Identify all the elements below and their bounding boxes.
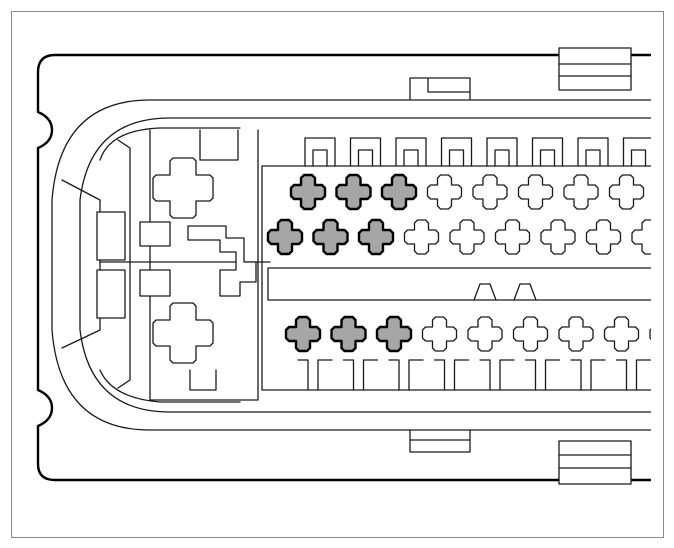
bottom-latch xyxy=(558,440,632,485)
middle-separator xyxy=(267,267,651,301)
top-latch xyxy=(558,47,632,91)
upper-comb-teeth xyxy=(304,137,674,167)
lower-tooth-3 xyxy=(388,359,424,391)
upper-tooth-3 xyxy=(395,137,427,167)
lower-tooth-4 xyxy=(433,359,470,391)
cavity-row-b-6 xyxy=(494,219,531,255)
lower-tooth-2 xyxy=(342,359,379,391)
large-keying-cavities xyxy=(152,157,214,364)
large-cavity-2 xyxy=(152,302,214,364)
cavity-row-a-6 xyxy=(517,174,554,210)
lower-tooth-8 xyxy=(615,359,651,391)
cavity-row-a-8 xyxy=(608,174,645,210)
highlighted-cavity-row-c-1 xyxy=(284,315,322,353)
cavity-row-b-4 xyxy=(403,219,440,255)
terminal-cavities xyxy=(266,173,651,353)
lower-tooth-5 xyxy=(479,359,515,391)
highlighted-cavity-row-c-3 xyxy=(375,315,413,353)
upper-tooth-5 xyxy=(486,137,518,167)
cavity-row-c-4 xyxy=(421,316,458,352)
bottom-rib xyxy=(409,429,471,453)
separator-key xyxy=(473,283,537,301)
highlighted-cavity-row-b-3 xyxy=(357,218,395,256)
upper-tooth-1 xyxy=(304,137,336,167)
inner-face-step xyxy=(79,117,651,413)
housing-outline xyxy=(36,53,651,482)
highlighted-cavity-row-a-3 xyxy=(380,173,418,211)
cavity-row-a-7 xyxy=(563,174,599,210)
highlighted-cavity-row-b-1 xyxy=(266,218,304,256)
highlighted-cavity-row-a-2 xyxy=(335,173,372,211)
lower-tooth-1 xyxy=(297,359,333,391)
upper-tooth-8 xyxy=(622,137,651,167)
highlighted-cavity-row-c-2 xyxy=(330,315,367,353)
cavity-row-c-9 xyxy=(649,328,651,340)
lower-comb-teeth xyxy=(297,359,651,391)
cavity-row-c-6 xyxy=(512,316,549,352)
lower-tooth-6 xyxy=(524,359,561,391)
large-cavity-1 xyxy=(152,157,214,219)
upper-tooth-2 xyxy=(349,137,382,167)
cavity-row-b-9 xyxy=(631,219,651,255)
cavity-panel-border xyxy=(261,165,651,391)
upper-tooth-6 xyxy=(531,137,564,167)
lower-tooth-7 xyxy=(570,359,606,391)
cavity-row-a-5 xyxy=(472,174,508,210)
cavity-row-c-8 xyxy=(603,316,640,352)
cavity-row-a-4 xyxy=(426,174,463,210)
upper-tooth-9 xyxy=(669,138,674,166)
highlighted-cavity-row-b-2 xyxy=(312,218,349,256)
upper-tooth-4 xyxy=(440,137,473,167)
cavity-row-c-5 xyxy=(467,316,503,352)
cavity-row-b-8 xyxy=(585,219,622,255)
cavity-row-b-5 xyxy=(449,219,485,255)
cavity-row-b-7 xyxy=(540,219,576,255)
upper-tooth-7 xyxy=(577,137,609,167)
highlighted-cavity-row-a-1 xyxy=(289,173,327,211)
cavity-row-c-7 xyxy=(558,316,594,352)
left-keying-block xyxy=(61,127,271,403)
inner-face-outline xyxy=(51,77,651,431)
